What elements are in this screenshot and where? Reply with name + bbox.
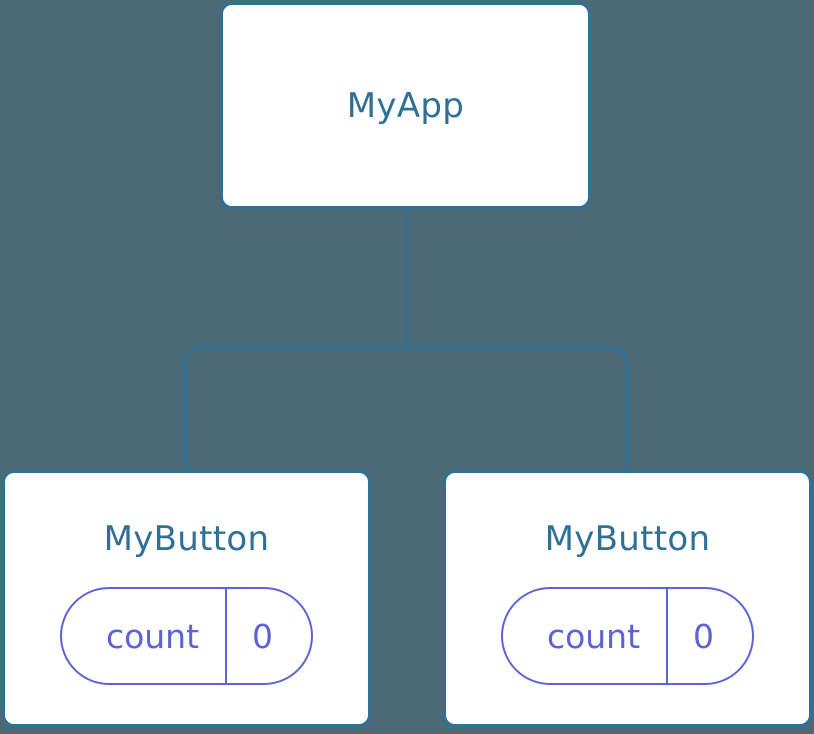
node-myapp[interactable]: MyApp xyxy=(220,2,591,209)
state-divider-right xyxy=(666,589,669,683)
state-pill-right[interactable]: count 0 xyxy=(500,587,755,685)
node-mybutton-right[interactable]: MyButton count 0 xyxy=(443,470,812,727)
state-value-left: 0 xyxy=(252,616,274,656)
state-key-left: count xyxy=(105,616,200,656)
edge-branch-bar xyxy=(183,345,629,470)
state-value-right: 0 xyxy=(693,616,715,656)
node-title-myapp: MyApp xyxy=(346,85,465,126)
state-divider-left xyxy=(225,589,228,683)
node-mybutton-left[interactable]: MyButton count 0 xyxy=(2,470,371,727)
state-pill-left[interactable]: count 0 xyxy=(59,587,314,685)
state-key-right: count xyxy=(546,616,641,656)
node-title-mybutton-right: MyButton xyxy=(544,519,711,559)
node-title-mybutton-left: MyButton xyxy=(103,519,270,559)
